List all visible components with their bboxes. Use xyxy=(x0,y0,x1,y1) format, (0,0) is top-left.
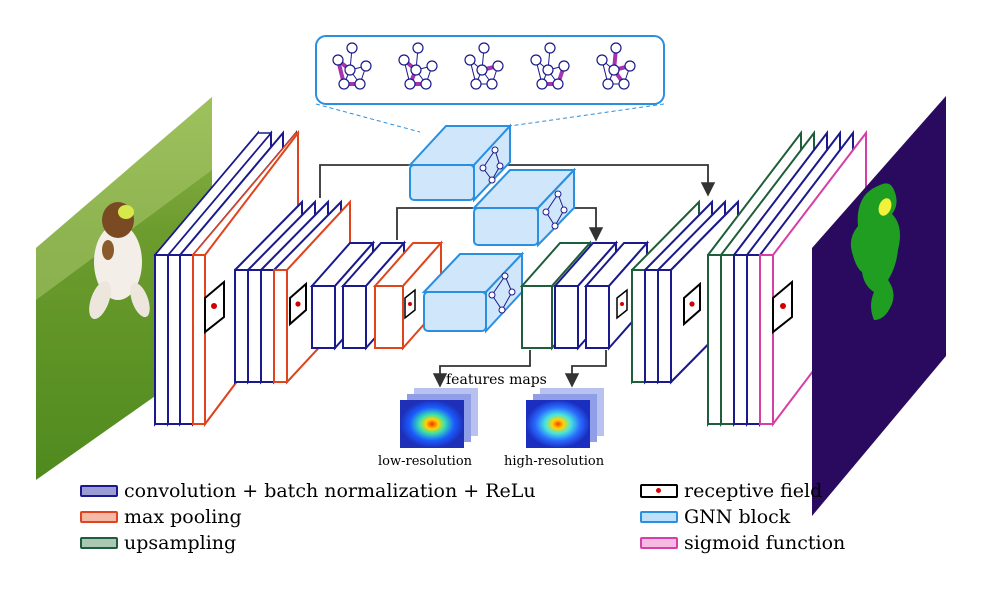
graph-icon xyxy=(542,190,568,230)
gnn-block-bottom xyxy=(421,251,525,334)
feature-map-high-resolution xyxy=(526,388,604,448)
legend-item: upsampling xyxy=(80,532,236,554)
gnn-block-middle xyxy=(471,167,577,248)
legend-item: GNN block xyxy=(640,506,790,528)
legend-swatch xyxy=(640,511,678,523)
encoder-stack-3 xyxy=(309,240,444,351)
low-resolution-label: low-resolution xyxy=(378,454,473,469)
inset-graphs xyxy=(332,42,636,90)
legend-swatch xyxy=(640,484,678,498)
output-segmentation-mask xyxy=(812,96,946,516)
graph-icon xyxy=(530,42,570,90)
graph-icon xyxy=(488,272,516,314)
legend-swatch xyxy=(80,537,118,549)
legend-item: sigmoid function xyxy=(640,532,845,554)
features-maps-label: features maps xyxy=(446,372,547,388)
legend-item: receptive field xyxy=(640,480,822,502)
graph-icon xyxy=(332,42,372,90)
legend-label: upsampling xyxy=(124,532,237,554)
decoder-stack-1 xyxy=(519,240,650,351)
legend-label: convolution + batch normalization + ReLu xyxy=(124,480,536,502)
receptive-field-dot xyxy=(656,488,661,493)
legend-label: max pooling xyxy=(124,506,242,528)
feature-map-low-resolution xyxy=(400,388,478,448)
legend-swatch xyxy=(80,485,118,497)
legend-label: sigmoid function xyxy=(684,532,846,554)
high-resolution-label: high-resolution xyxy=(504,454,605,469)
graph-icon xyxy=(596,42,636,90)
legend-item: max pooling xyxy=(80,506,242,528)
graph-icon xyxy=(398,42,438,90)
legend-label: receptive field xyxy=(684,480,823,502)
graph-icon xyxy=(464,42,504,90)
legend-label: GNN block xyxy=(684,506,791,528)
legend-swatch xyxy=(80,511,118,523)
encoder-stack-1 xyxy=(153,130,300,427)
legend-swatch xyxy=(640,537,678,549)
legend-item: convolution + batch normalization + ReLu xyxy=(80,480,536,502)
graph-icon xyxy=(479,146,504,184)
gnn-block-top xyxy=(407,123,513,203)
input-photo-dog xyxy=(89,202,150,320)
